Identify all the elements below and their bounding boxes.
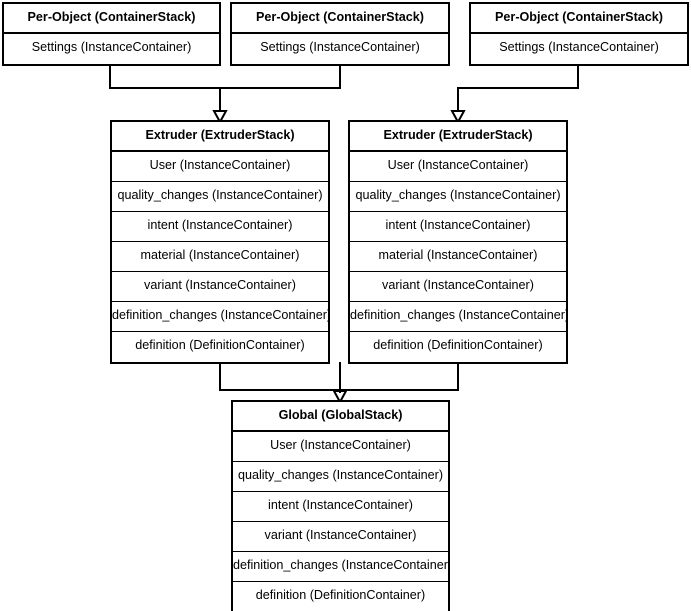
- global-row-definition-changes: definition_changes (InstanceContainer): [233, 552, 448, 582]
- per-object-2-header: Per-Object (ContainerStack): [232, 4, 448, 34]
- per-object-2-row-settings: Settings (InstanceContainer): [232, 34, 448, 64]
- extruder-1-row-definition-changes: definition_changes (InstanceContainer): [112, 302, 328, 332]
- node-per-object-1[interactable]: Per-Object (ContainerStack) Settings (In…: [2, 2, 221, 66]
- per-object-1-row-settings: Settings (InstanceContainer): [4, 34, 219, 64]
- extruder-2-row-material: material (InstanceContainer): [350, 242, 566, 272]
- edge-perobject3-to-extruder2: [457, 60, 579, 112]
- global-row-user: User (InstanceContainer): [233, 432, 448, 462]
- global-row-intent: intent (InstanceContainer): [233, 492, 448, 522]
- extruder-1-row-material: material (InstanceContainer): [112, 242, 328, 272]
- global-header: Global (GlobalStack): [233, 402, 448, 432]
- extruder-1-row-variant: variant (InstanceContainer): [112, 272, 328, 302]
- global-row-quality-changes: quality_changes (InstanceContainer): [233, 462, 448, 492]
- arrowhead-extruder2: [450, 110, 466, 125]
- extruder-1-row-user: User (InstanceContainer): [112, 152, 328, 182]
- edge-perobject12-merge: [109, 60, 341, 89]
- arrowhead-extruder1: [212, 110, 228, 125]
- per-object-3-header: Per-Object (ContainerStack): [471, 4, 687, 34]
- extruder-2-row-user: User (InstanceContainer): [350, 152, 566, 182]
- node-extruder-1[interactable]: Extruder (ExtruderStack) User (InstanceC…: [110, 120, 330, 364]
- extruder-2-row-definition: definition (DefinitionContainer): [350, 332, 566, 362]
- extruder-1-row-definition: definition (DefinitionContainer): [112, 332, 328, 362]
- global-row-variant: variant (InstanceContainer): [233, 522, 448, 552]
- arrowhead-global: [332, 390, 348, 405]
- extruder-2-row-variant: variant (InstanceContainer): [350, 272, 566, 302]
- extruder-2-header: Extruder (ExtruderStack): [350, 122, 566, 152]
- per-object-1-header: Per-Object (ContainerStack): [4, 4, 219, 34]
- per-object-3-row-settings: Settings (InstanceContainer): [471, 34, 687, 64]
- global-row-definition: definition (DefinitionContainer): [233, 582, 448, 611]
- node-global-stack[interactable]: Global (GlobalStack) User (InstanceConta…: [231, 400, 450, 611]
- node-extruder-2[interactable]: Extruder (ExtruderStack) User (InstanceC…: [348, 120, 568, 364]
- extruder-2-row-intent: intent (InstanceContainer): [350, 212, 566, 242]
- node-per-object-2[interactable]: Per-Object (ContainerStack) Settings (In…: [230, 2, 450, 66]
- node-per-object-3[interactable]: Per-Object (ContainerStack) Settings (In…: [469, 2, 689, 66]
- extruder-1-header: Extruder (ExtruderStack): [112, 122, 328, 152]
- extruder-2-row-quality-changes: quality_changes (InstanceContainer): [350, 182, 566, 212]
- extruder-2-row-definition-changes: definition_changes (InstanceContainer): [350, 302, 566, 332]
- extruder-1-row-quality-changes: quality_changes (InstanceContainer): [112, 182, 328, 212]
- extruder-1-row-intent: intent (InstanceContainer): [112, 212, 328, 242]
